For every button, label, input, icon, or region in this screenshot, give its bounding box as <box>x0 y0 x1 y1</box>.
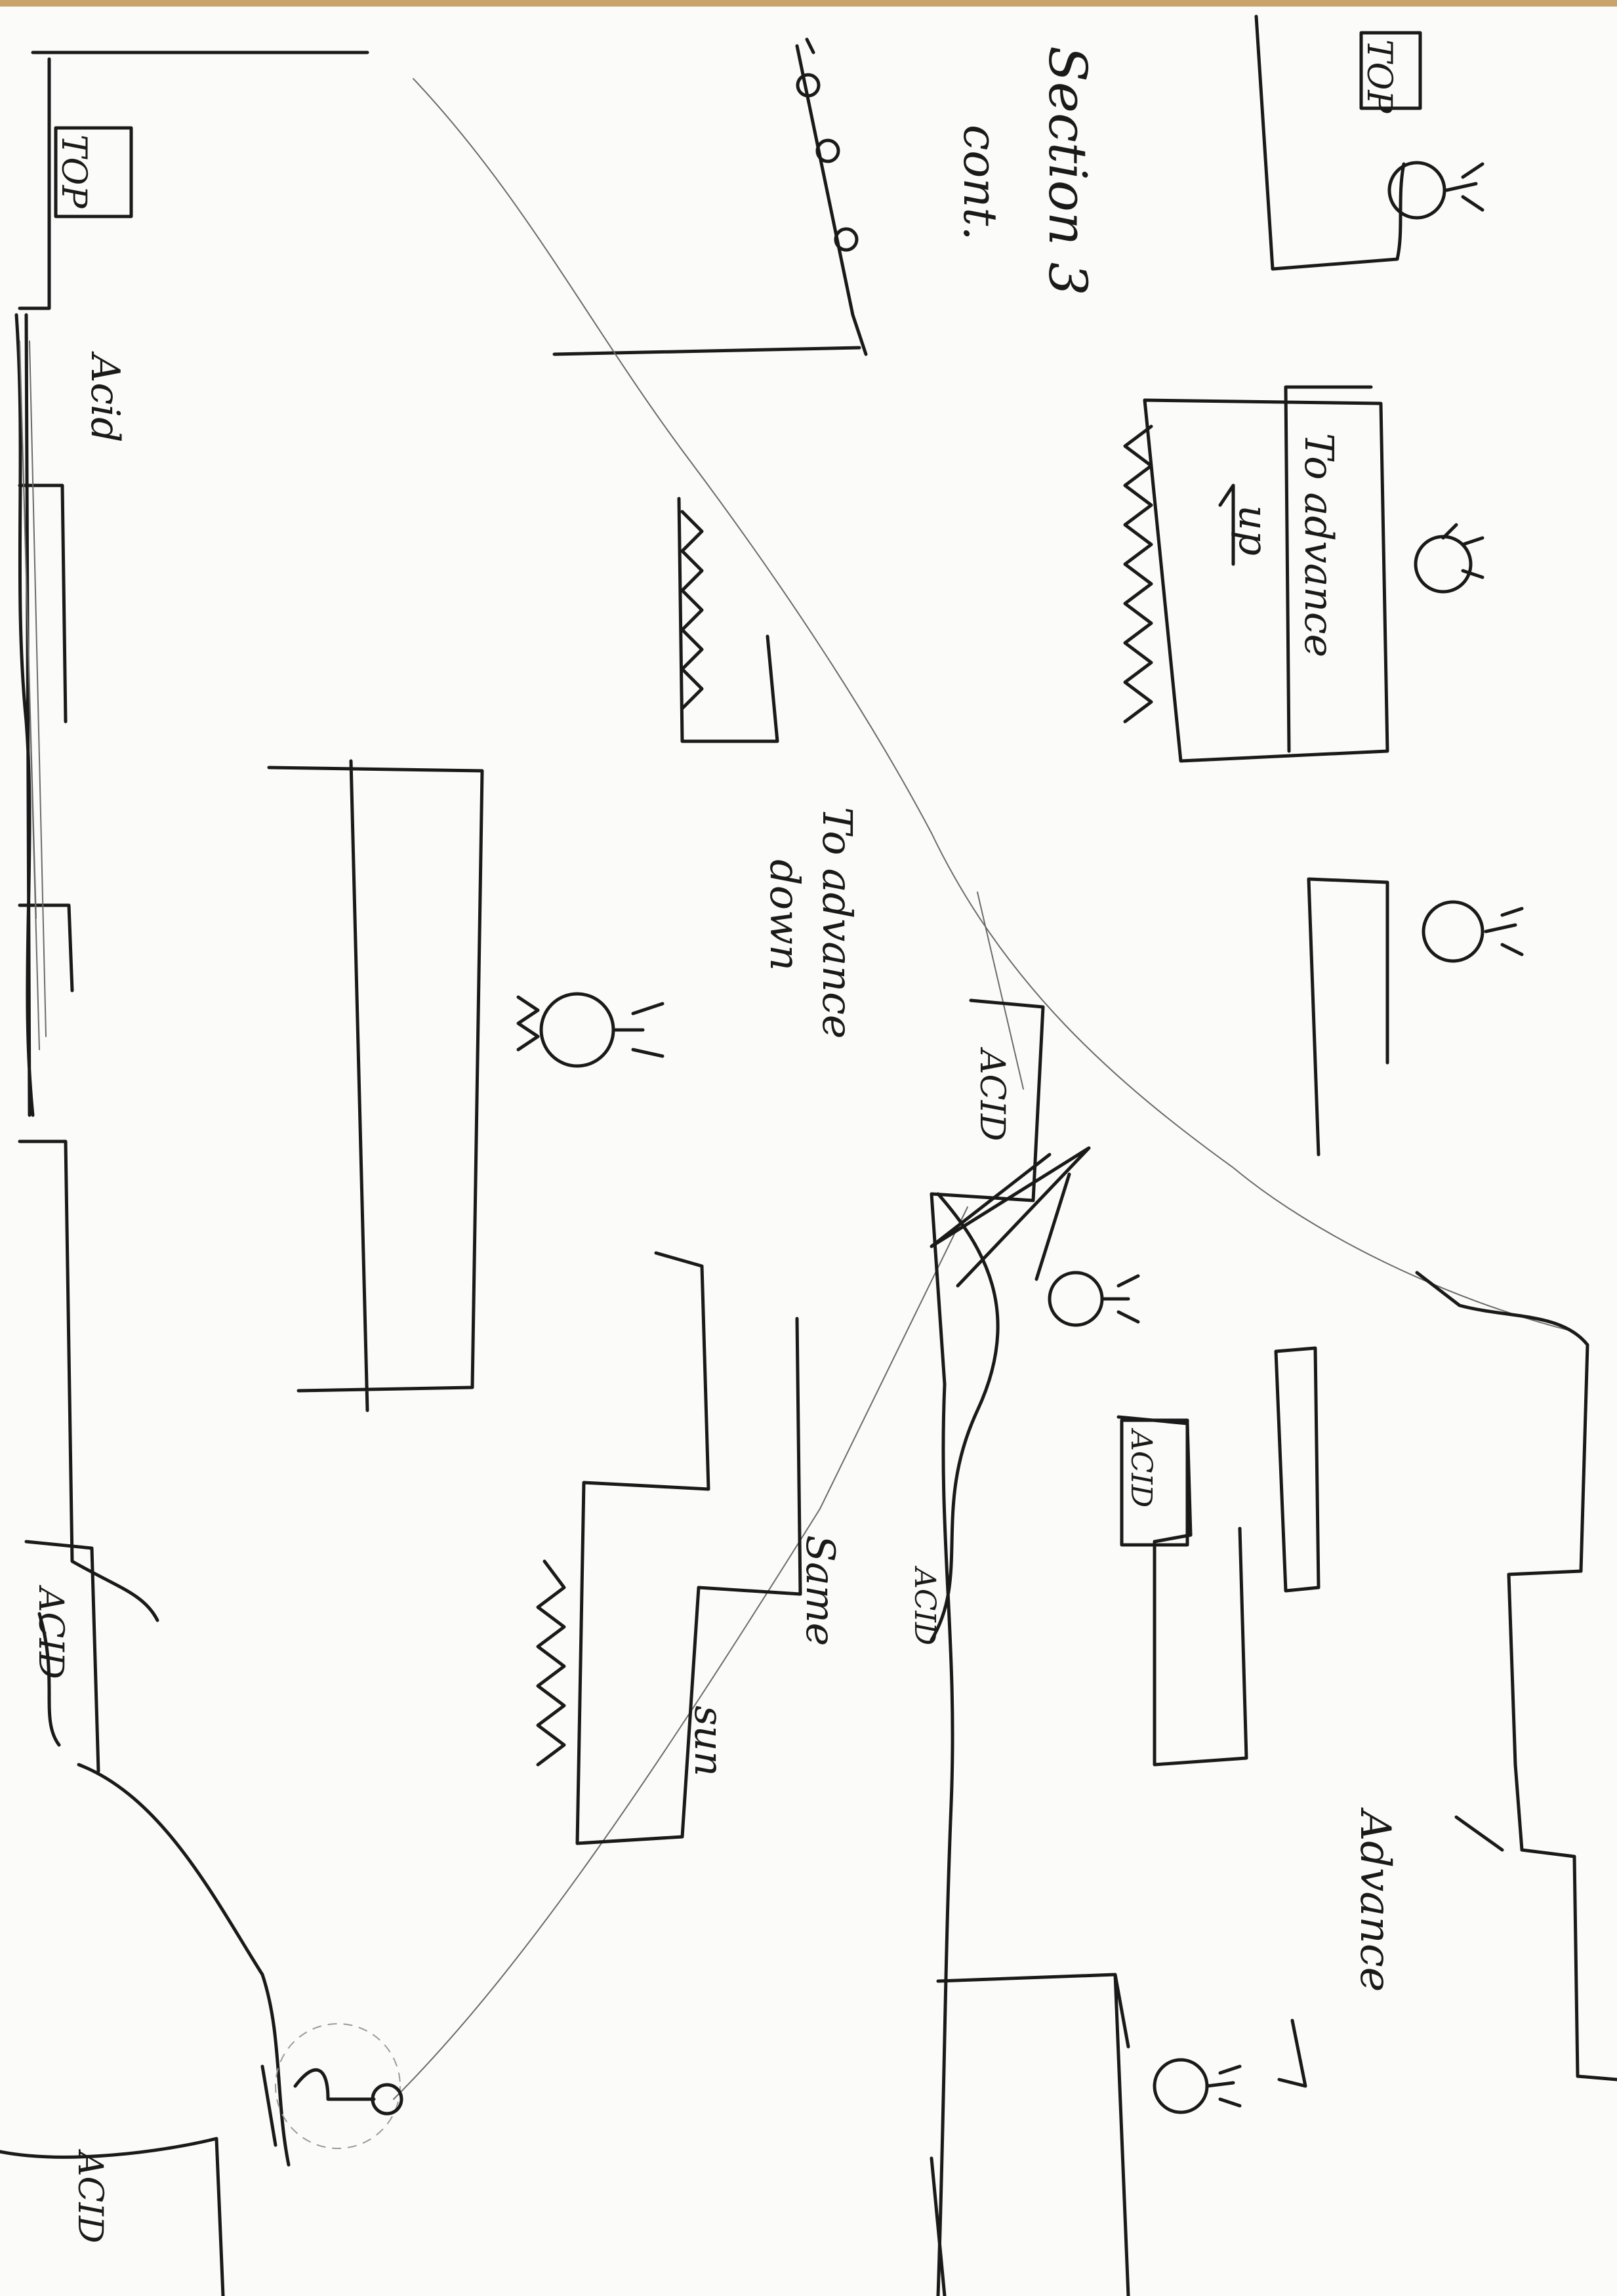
acid-label-bottom-left: ACID <box>31 1585 70 1679</box>
spike-strip <box>1125 426 1151 722</box>
bottom-left-slope <box>79 1765 289 2165</box>
player-character <box>1423 902 1522 961</box>
acid-label-corner: ACID <box>70 2149 110 2244</box>
advance-down-label-1: To advance <box>813 807 861 1039</box>
same-label-2: sun <box>686 1706 731 1776</box>
right-pillar <box>1276 1348 1319 1591</box>
acid-label-mid: ACID <box>972 1047 1012 1141</box>
right-stepped-wall <box>1417 1273 1617 2080</box>
spike-ball <box>836 229 857 250</box>
anchor-character <box>295 2070 401 2114</box>
advance-up-label-1: To advance <box>1296 433 1341 657</box>
top-right-box-label: TOP <box>1359 39 1399 113</box>
advance-down-label-2: down <box>761 859 809 971</box>
player-character <box>1155 2060 1240 2112</box>
top-left-box-label: TOP <box>54 134 93 209</box>
bottom-floor-steps <box>931 1975 1128 2296</box>
player-character <box>518 994 663 1066</box>
acid-label-right: ACID <box>1124 1427 1158 1507</box>
advance-label-right: Advance <box>1351 1807 1399 1992</box>
player-character <box>1050 1273 1138 1325</box>
acid-label-top-left: Acid <box>82 351 128 443</box>
advance-up-platform <box>1145 387 1387 761</box>
acid-column <box>931 1000 1043 2296</box>
bottom-left-wall <box>0 2066 276 2296</box>
same-label-1: Same <box>797 1535 843 1646</box>
spike-strip <box>538 1561 564 1765</box>
player-character <box>1416 525 1483 592</box>
section-title: Section 3 <box>1037 46 1098 296</box>
advance-up-label-2: up <box>1230 505 1276 556</box>
spike-ball <box>817 140 838 161</box>
arrow-right <box>1279 2020 1305 2086</box>
spike-block <box>679 499 777 741</box>
acid-pool-left <box>16 315 72 1115</box>
middle-platform <box>269 761 482 1410</box>
section-sub: cont. <box>953 125 1007 241</box>
acid-label-lower: ACID <box>908 1565 941 1645</box>
right-small-platform <box>1309 879 1387 1155</box>
